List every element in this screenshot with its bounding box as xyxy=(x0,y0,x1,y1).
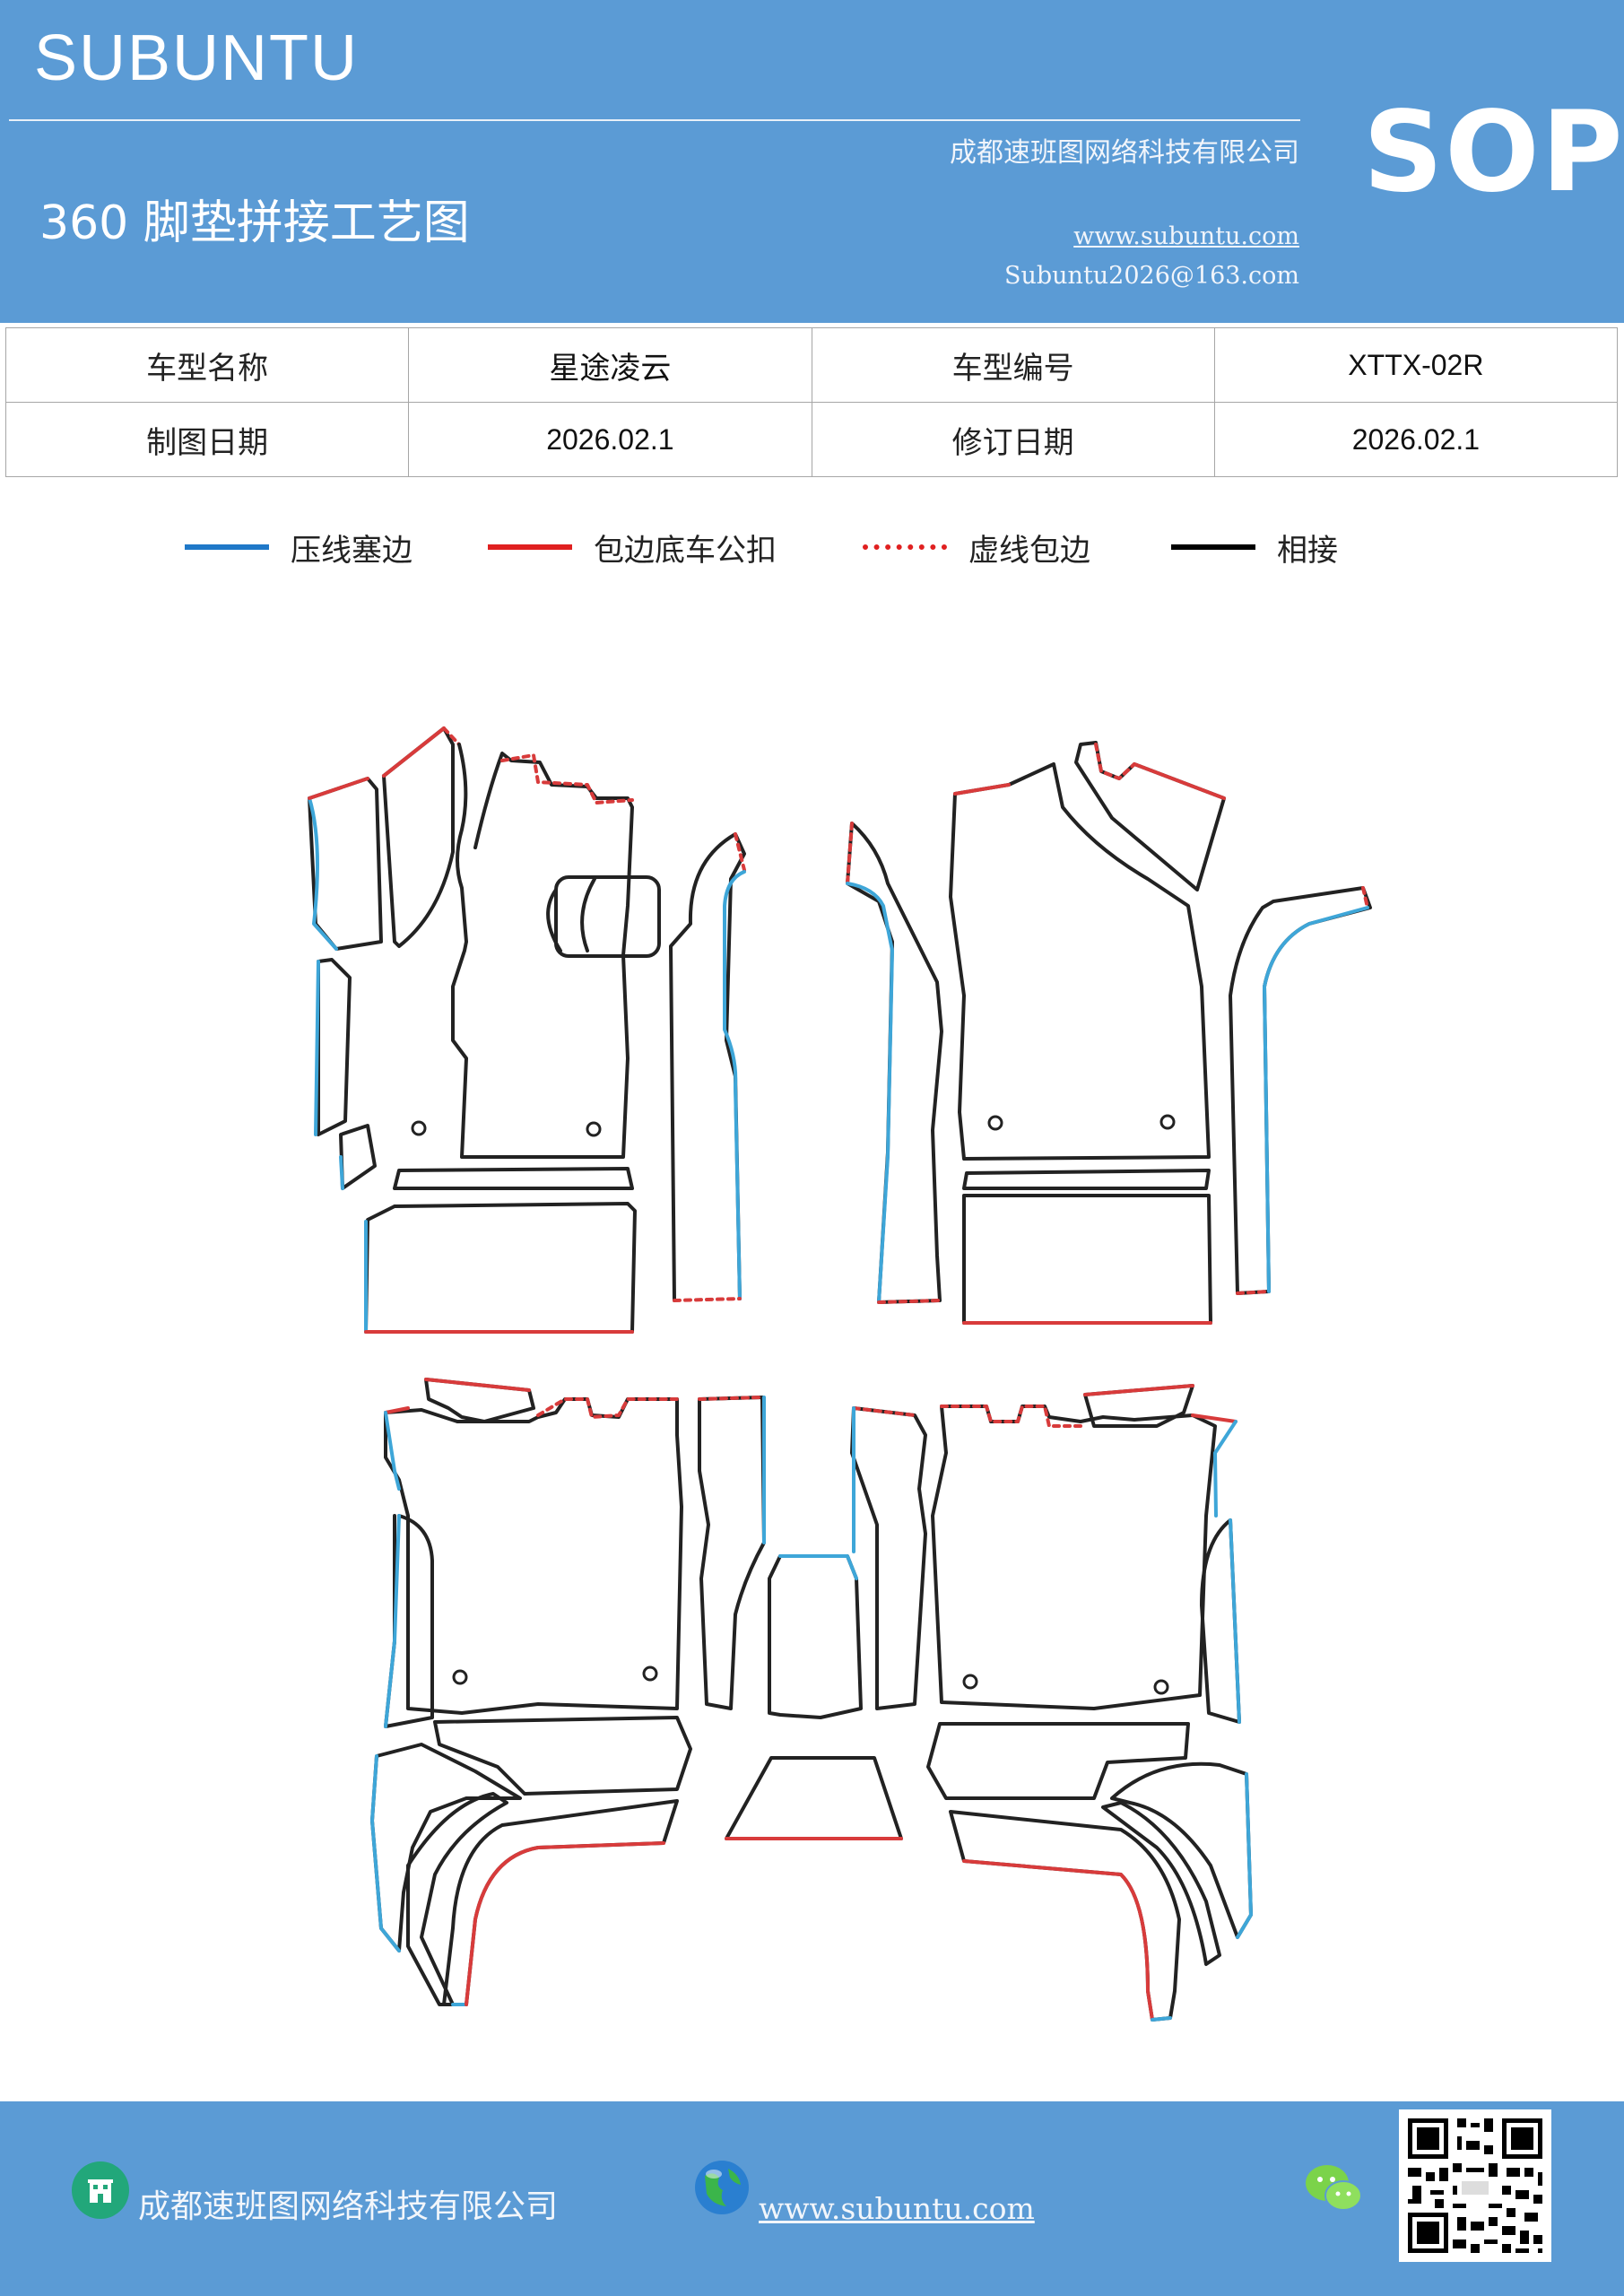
label-revise-date: 修订日期 xyxy=(811,402,1215,477)
legend-swatch-black xyxy=(1171,544,1255,550)
mat-rear-left xyxy=(370,1378,766,2006)
legend-swatch-red-dotted xyxy=(863,544,947,550)
vehicle-info-table: 车型名称 星途凌云 车型编号 XTTX-02R 制图日期 2026.02.1 修… xyxy=(4,327,1619,477)
header-banner xyxy=(0,0,1624,323)
footer-company-name: 成都速班图网络科技有限公司 xyxy=(138,2188,559,2225)
legend-label: 包边底车公扣 xyxy=(594,532,777,569)
value-draw-date: 2026.02.1 xyxy=(408,402,812,477)
table-row: 车型名称 星途凌云 车型编号 XTTX-02R xyxy=(4,327,1619,403)
building-icon xyxy=(72,2161,129,2219)
header-email: Subuntu2026@163.com xyxy=(1004,262,1299,290)
line-legend: 压线塞边 包边底车公扣 虚线包边 相接 xyxy=(0,525,1624,570)
legend-swatch-blue xyxy=(185,544,269,550)
legend-swatch-red xyxy=(488,544,572,550)
mat-center-tunnel xyxy=(725,1554,903,1840)
header-website-link[interactable]: www.subuntu.com xyxy=(1073,222,1299,250)
mat-front-right xyxy=(846,741,1372,1325)
legend-label: 压线塞边 xyxy=(291,532,413,569)
page-title: 360 脚垫拼接工艺图 xyxy=(39,196,470,250)
mat-rear-right xyxy=(850,1384,1253,2022)
qr-code xyxy=(1399,2109,1551,2262)
wechat-icon xyxy=(1306,2165,1362,2211)
footer-website-link[interactable]: www.subuntu.com xyxy=(759,2191,1035,2226)
legend-label: 相接 xyxy=(1277,532,1338,569)
header-company-name: 成都速班图网络科技有限公司 xyxy=(950,137,1299,169)
value-revise-date: 2026.02.1 xyxy=(1213,402,1619,477)
sop-label: SOP xyxy=(1363,88,1624,217)
legend-label: 虚线包边 xyxy=(968,532,1090,569)
legend-item: 包边底车公扣 xyxy=(488,525,777,570)
value-model-name: 星途凌云 xyxy=(408,327,812,403)
value-model-code: XTTX-02R xyxy=(1213,327,1619,403)
legend-item: 压线塞边 xyxy=(185,525,413,570)
header-divider xyxy=(9,119,1300,121)
legend-item: 虚线包边 xyxy=(863,525,1090,570)
label-model-name: 车型名称 xyxy=(4,327,410,403)
brand-logo-text: SUBUNTU xyxy=(34,22,360,94)
globe-icon xyxy=(695,2161,749,2214)
mat-front-left xyxy=(308,726,746,1334)
label-model-code: 车型编号 xyxy=(811,327,1215,403)
table-row: 制图日期 2026.02.1 修订日期 2026.02.1 xyxy=(4,402,1619,477)
label-draw-date: 制图日期 xyxy=(4,402,410,477)
legend-item: 相接 xyxy=(1171,525,1338,570)
